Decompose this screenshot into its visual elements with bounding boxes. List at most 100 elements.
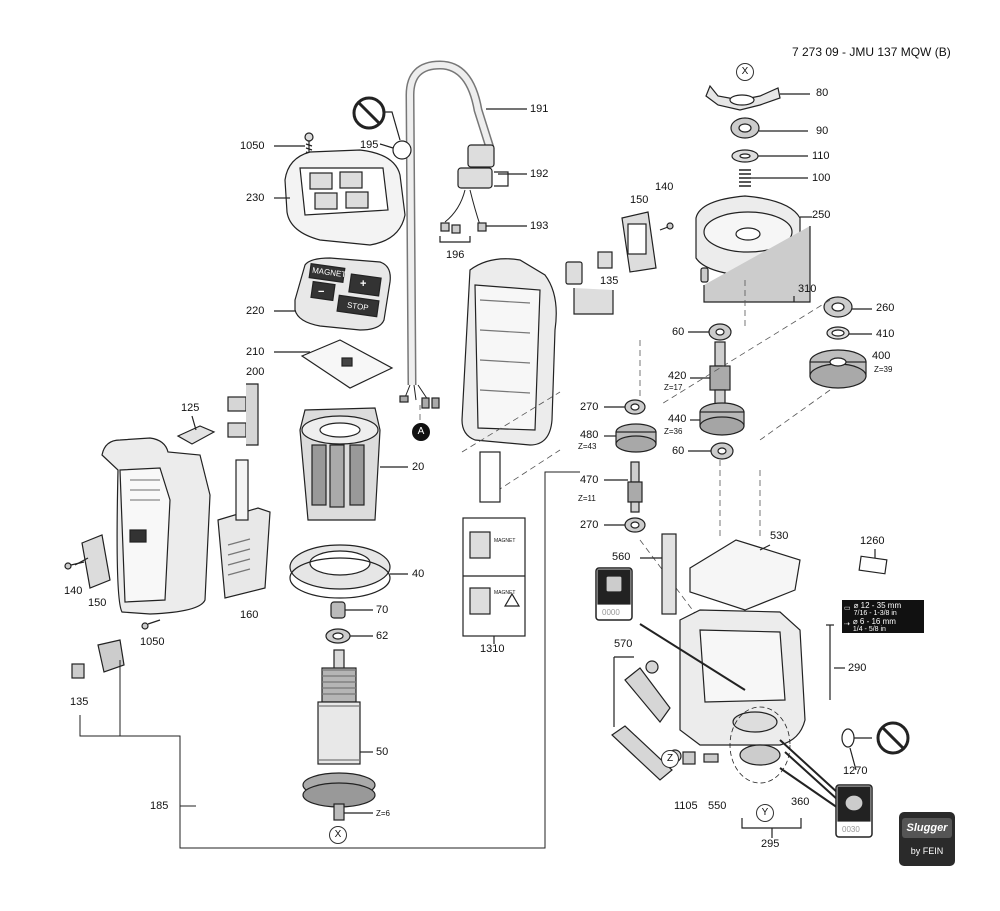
part-label: 135: [70, 696, 89, 708]
brand-logo: Slugger by FEIN: [899, 812, 955, 866]
part-label: 100: [812, 172, 831, 184]
teeth-label: Z=36: [664, 427, 683, 436]
grease-pot-icon-bottom: [835, 784, 873, 838]
part-label: 260: [876, 302, 895, 314]
marker-z: Z: [661, 750, 679, 768]
part-label: 150: [88, 597, 107, 609]
part-label: 570: [614, 638, 633, 650]
keypad-minus-label: −: [318, 286, 325, 298]
part-label: 20: [412, 461, 425, 473]
ring-410: [826, 326, 872, 340]
part-label: 440: [668, 413, 687, 425]
flange-40: [289, 544, 408, 599]
bearing-260: [823, 296, 872, 318]
cover-230: [274, 149, 406, 246]
part-125: [176, 415, 216, 445]
part-label: 200: [246, 366, 265, 378]
teeth-label: Z=6: [376, 809, 391, 818]
part-label: 210: [246, 346, 265, 358]
part-label: 40: [412, 568, 425, 580]
part-label: 1105: [674, 800, 698, 812]
core-drill-icon: ▭: [844, 605, 851, 612]
part-label: 195: [360, 139, 379, 151]
washer-110: [731, 149, 808, 163]
part-label: 140: [655, 181, 674, 193]
screw-140-left: [64, 561, 85, 570]
grease-code-bottom: 0030: [842, 825, 860, 834]
label-1310-magnet-a: MAGNET: [494, 538, 516, 544]
capacity-twist-mm: ⌀ 6 - 16 mm: [852, 616, 896, 626]
cable-191: [399, 60, 527, 409]
capacity-core-in: 7/16 - 1-3/8 in: [853, 609, 897, 617]
marker-x-bottom: X: [329, 826, 347, 844]
switch-135-center: [565, 251, 614, 315]
spring-plate-80: [705, 84, 810, 111]
part-label: 295: [761, 838, 780, 850]
spring-100: [739, 169, 808, 187]
gear-440: [690, 402, 745, 436]
pins-310: [700, 226, 811, 303]
part-label: 193: [530, 220, 549, 232]
nut-1105: [682, 751, 696, 765]
stator-20: [299, 407, 408, 521]
bolt-290: [826, 624, 845, 700]
part-label: 360: [791, 796, 810, 808]
shaft-420: [690, 341, 731, 405]
part-label: 230: [246, 192, 265, 204]
grease-code-top: 0000: [602, 608, 620, 617]
part-label: 50: [376, 746, 389, 758]
side-panel-150: [74, 534, 111, 589]
part-label: 140: [64, 585, 83, 597]
bearing-90: [730, 117, 808, 139]
teeth-label: Z=43: [578, 442, 597, 451]
brushes-200: [227, 383, 259, 446]
marker-x-top: X: [736, 63, 754, 81]
capacity-twist-in: 1/4 - 5/8 in: [852, 625, 886, 633]
sticker-1260: [858, 549, 888, 575]
part-label: 90: [816, 125, 829, 137]
capacity-box: ▭ ⌀ 12 - 35 mm 7/16 - 1-3/8 in ⇢ ⌀ 6 - 1…: [842, 600, 924, 633]
part-label: 60: [672, 445, 685, 457]
part-label: 480: [580, 429, 599, 441]
bearing-60-upper: [688, 323, 732, 341]
label-1310-magnet-b: MAGNET: [494, 590, 516, 596]
part-label: 185: [150, 800, 169, 812]
brand-by: by FEIN: [910, 846, 944, 856]
bearing-60-lower: [688, 442, 734, 460]
part-label: 1270: [843, 765, 868, 777]
keypad-plus-label: +: [360, 278, 367, 290]
part-label: 250: [812, 209, 831, 221]
no-grease-icon-top: [352, 96, 386, 130]
marker-y: Y: [756, 804, 774, 822]
grease-pot-icon-top: [595, 567, 633, 621]
part-label: 550: [708, 800, 727, 812]
armature-50: [302, 649, 376, 821]
bearing-270-upper: [604, 399, 646, 415]
part-label: 191: [530, 103, 549, 115]
part-label: 160: [240, 609, 259, 621]
plug-1270: [841, 728, 872, 771]
part-label: 1050: [240, 140, 265, 152]
no-grease-icon-bottom: [876, 721, 910, 755]
part-label: 310: [798, 283, 817, 295]
panel-160: [217, 459, 271, 599]
gasket-530: [689, 539, 801, 611]
screw-1050-lower: [141, 619, 161, 630]
part-label: 125: [181, 402, 200, 414]
gear-480: [604, 423, 657, 453]
twist-drill-icon: ⇢: [844, 621, 850, 628]
label-1310-small: [479, 451, 501, 503]
bearing-270-lower: [604, 517, 646, 533]
teeth-label: Z=17: [664, 383, 683, 392]
seal-360-outline: [729, 706, 791, 784]
label-1310: [462, 517, 526, 644]
part-label: 530: [770, 530, 789, 542]
cover-150-center: [621, 211, 657, 273]
part-label: 150: [630, 194, 649, 206]
keypad-220: [274, 257, 391, 331]
screw-1050-top: [274, 132, 314, 160]
part-label: 470: [580, 474, 599, 486]
part-label: 420: [668, 370, 687, 382]
motor-housing: [101, 437, 211, 615]
